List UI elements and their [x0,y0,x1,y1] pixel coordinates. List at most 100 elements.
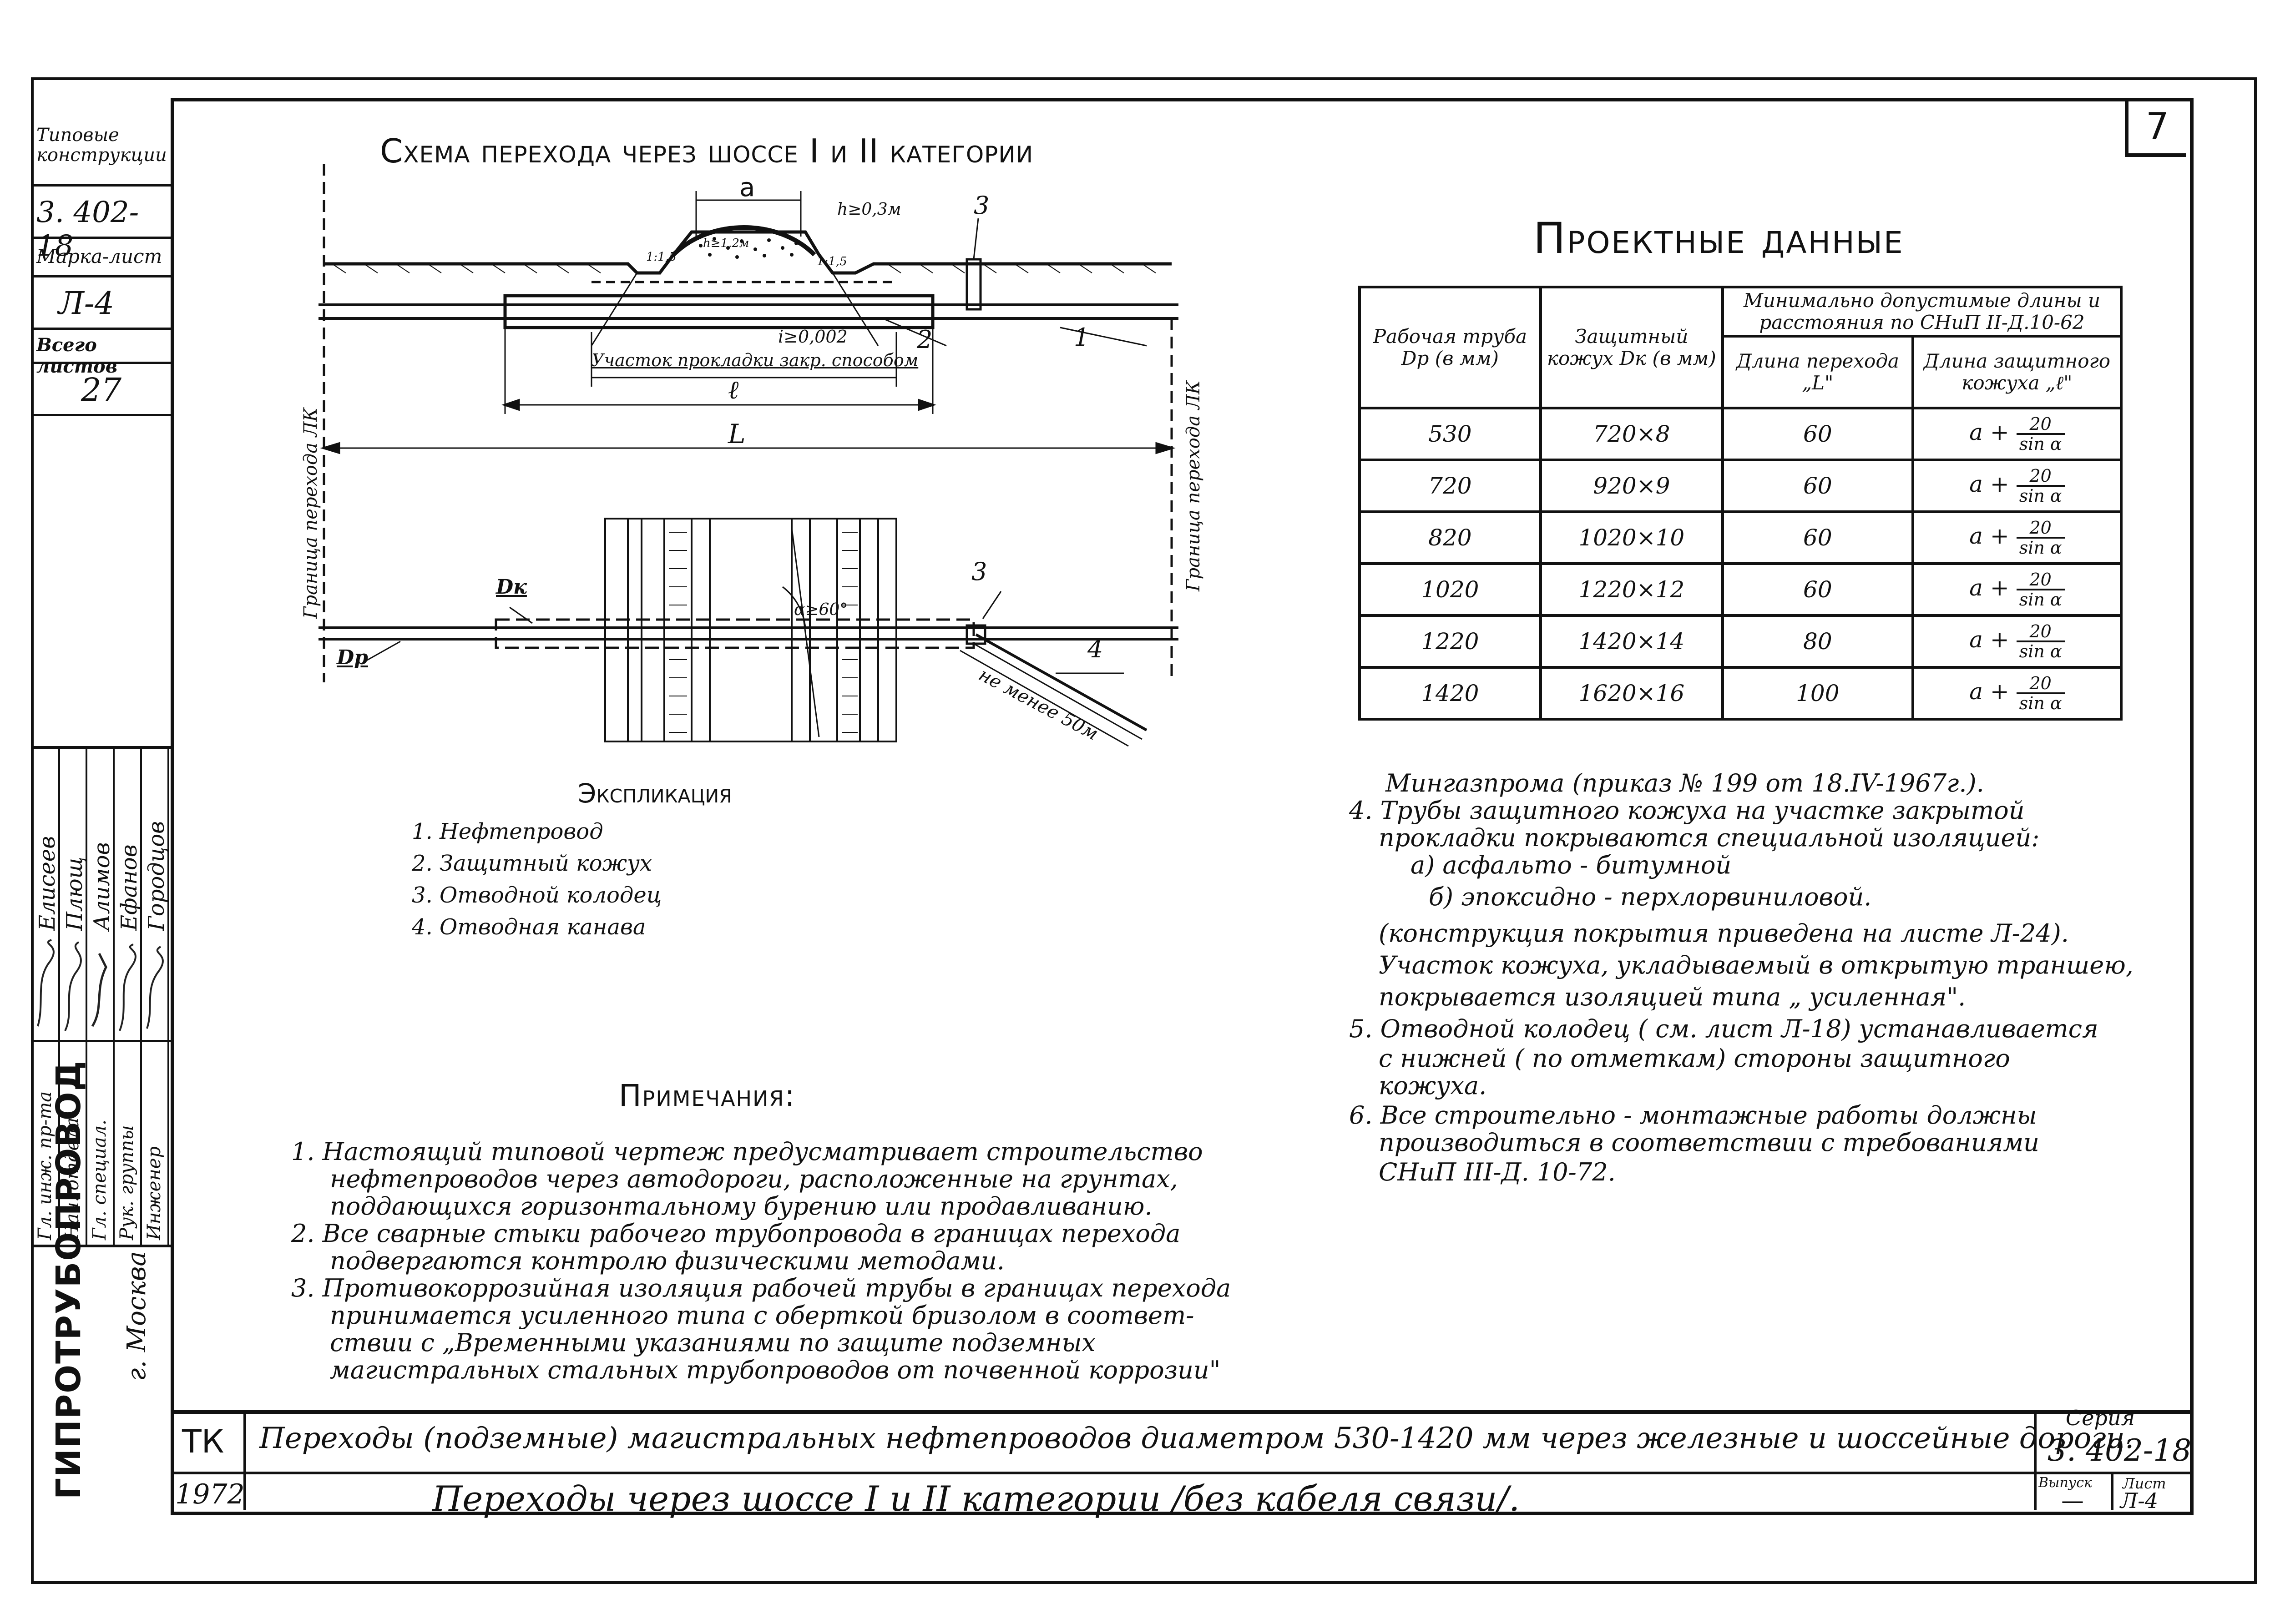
explication-item-2: 2. Защитный кожух [412,851,652,876]
embankment-fill [699,237,798,259]
road-plan [604,518,897,742]
label-h2: h≥1,2м [703,237,749,250]
label-3-plan: 3 [971,557,987,586]
strip-type-label: Типовые конструкции [36,125,167,166]
explication-title: Экспликация [578,778,732,809]
drain-ditch-plan [975,633,1148,731]
signature-table: Гл. инж. пр-та Нач. отдела Гл. специал. … [31,746,171,1247]
strip-total-label: Всего листов [36,334,117,377]
note-line: 2. Все сварные стыки рабочего трубопрово… [291,1219,1181,1248]
left-strip: Типовые конструкции 3. 402-18 Марка-лист… [31,98,171,1508]
label-boundary-left: Граница перехода ЛК [300,407,321,619]
casing-elevation [503,294,935,329]
issue-label: Выпуск [2038,1475,2092,1491]
label-slope-right: 1:1,5 [817,255,847,268]
strip-type-cell: Типовые конструкции [31,98,171,187]
header-casing-length: Длина защитного кожуха „ℓ" [1911,334,2123,410]
drawing-frame [171,98,2194,1515]
explication-item-4: 4. Отводная канава [412,914,646,940]
label-dp: Dр [337,646,368,669]
note-line: кожуха. [1379,1071,1487,1100]
sheet-label: Лист [2123,1475,2166,1492]
label-4: 4 [1087,635,1103,663]
strip-total: 27 [81,371,122,409]
label-a: a [739,173,755,202]
note-line: (конструкция покрытия приведена на листе… [1379,919,2069,948]
note-line: производиться в соответствии с требовани… [1379,1128,2039,1157]
note-line: а) асфальто - битумной [1410,851,1732,879]
note-line: магистральных стальных трубопроводов от … [330,1356,1221,1384]
strip-mark-label-cell: Марка-лист [31,239,171,277]
sheet-number: 7 [2146,105,2169,147]
note-line: 3. Противокоррозийная изоляция рабочей т… [291,1274,1231,1302]
label-bore-section: Участок прокладки закр. способом [592,350,919,370]
strip-mark-label: Марка-лист [36,245,162,267]
outer-frame [31,77,2257,1584]
note-line: поддающихся горизонтальному бурению или … [330,1192,1153,1221]
note-line: СНиП III-Д. 10-72. [1379,1158,1616,1186]
label-slope-i: i≥0,002 [778,327,848,347]
drain-well-elevation [966,258,982,311]
note-line: б) эпоксидно - перхлорвиниловой. [1429,883,1872,911]
scheme-title: Схема перехода через шоссе I и II катего… [380,132,1034,170]
casing-plan [495,618,975,649]
soil-hatch [332,263,1156,273]
header-casing: Защитный кожух Dк (в мм) [1539,286,1724,409]
note-line: подвергаются контролю физическими метода… [330,1246,1005,1275]
note-line: 6. Все строительно - монтажные работы до… [1349,1101,2037,1130]
strip-total-label-cell: Всего листов [31,330,171,377]
label-angle: α≥60° [794,600,848,619]
label-boundary-right: Граница перехода ЛК [1183,380,1204,591]
strip-mark: Л-4 [58,286,114,322]
note-line: принимается усиленного типа с оберткой б… [330,1301,1194,1330]
note-line: нефтепроводов через автодороги, располож… [330,1165,1178,1193]
ground-surface [324,230,1172,275]
header-working-pipe: Рабочая труба Dр (в мм) [1358,286,1542,409]
tk-code: ТК [182,1423,224,1460]
note-line: ствии с „Временными указаниями по защите… [330,1328,1096,1357]
note-line: Мингазпрома (приказ № 199 от 18.IV-1967г… [1385,769,1984,797]
sheet-number-box: 7 [2125,98,2186,157]
strip-code-cell: 3. 402-18 [31,187,171,263]
header-min-lengths: Минимально допустимые длины и расстояния… [1721,286,2123,338]
label-3-elevation: 3 [974,191,990,220]
note-line: Участок кожуха, укладываемый в открытую … [1379,951,2133,979]
note-line: с нижней ( по отметкам) стороны защитног… [1379,1044,2010,1073]
sheet-code: Л-4 [2120,1488,2159,1513]
explication-item-3: 3. Отводной колодец [412,883,662,908]
drain-well-plan [966,624,986,645]
note-line: 4. Трубы защитного кожуха на участке зак… [1349,796,2025,825]
road-surface [672,225,816,257]
sub-title: Переходы через шоссе I и II категории /б… [432,1478,1520,1519]
project-data-table: Рабочая труба Dр (в мм) Защитный кожух D… [1358,286,2123,721]
strip-code: 3. 402-18 [36,196,139,263]
note-line: 5. Отводной колодец ( см. лист Л-18) уст… [1349,1014,2098,1043]
label-l-small: ℓ [728,375,739,405]
strip-mark-cell: Л-4 [31,277,171,330]
issue-value: — [2061,1488,2084,1514]
note-line: 1. Настоящий типовой чертеж предусматрив… [291,1137,1203,1166]
project-data-title: Проектные данные [1533,214,1904,263]
signature-scribbles [37,939,164,1031]
label-dk: Dк [496,575,527,599]
label-h-depth: h≥0,3м [837,200,901,219]
main-title: Переходы (подземные) магистральных нефте… [259,1422,2134,1455]
series-code: 3. 402-18 [2048,1433,2192,1468]
header-crossing-length: Длина перехода „L" [1721,334,1914,410]
road-plan-hatch [669,532,858,733]
note-line: покрывается изоляцией типа „ усиленная". [1379,983,1966,1011]
label-2: 2 [917,325,933,354]
note-line: прокладки покрываются специальной изоляц… [1379,823,2040,852]
explication-item-1: 1. Нефтепровод [412,819,603,844]
label-L-big: L [728,419,746,449]
year: 1972 [175,1478,245,1510]
strip-total-cell: 27 [31,364,171,416]
notes-title: Примечания: [619,1078,796,1113]
series-label: Серия [2066,1406,2135,1430]
